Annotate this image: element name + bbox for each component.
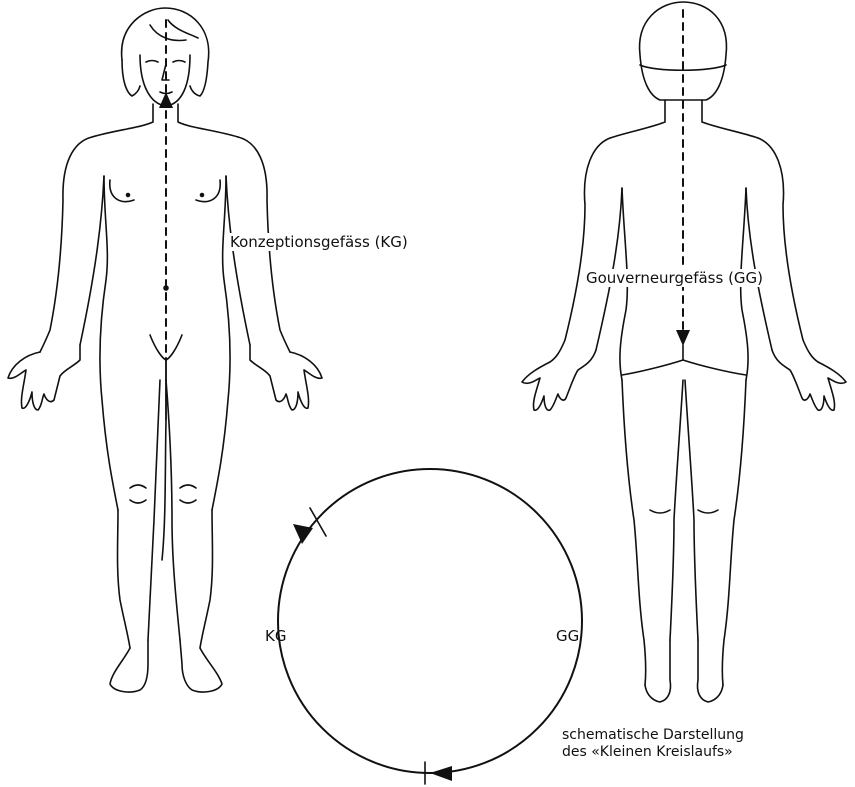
circle-arrowhead-bottom	[430, 766, 452, 781]
caption-line-1: schematische Darstellung	[562, 727, 744, 744]
small-circulation-circle	[278, 469, 582, 784]
label-conception-vessel: Konzeptionsgefäss (KG)	[228, 233, 410, 251]
front-figure	[8, 8, 322, 692]
caption-line-2: des «Kleinen Kreislaufs»	[562, 744, 744, 761]
label-governor-vessel: Gouverneurgefäss (GG)	[584, 269, 765, 287]
back-figure	[522, 2, 846, 702]
circle-label-gg: GG	[554, 627, 581, 645]
caption: schematische Darstellung des «Kleinen Kr…	[560, 727, 746, 761]
circle-label-kg: KG	[263, 627, 288, 645]
